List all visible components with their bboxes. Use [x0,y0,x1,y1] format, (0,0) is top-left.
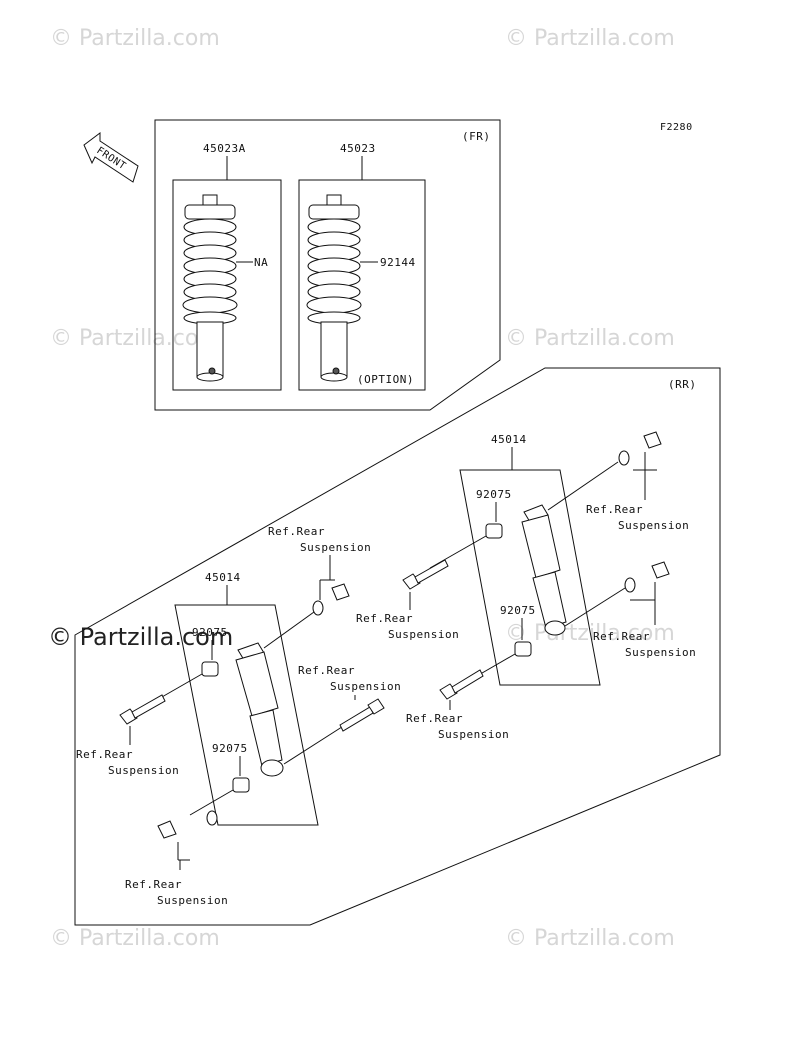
rear-shock-section: (RR) 45014 92075 Ref.Rear Suspension Ref… [74,367,721,926]
watermark-group: © Partzilla.com © Partzilla.com © Partzi… [48,26,675,951]
spring-label-92144: 92144 [380,256,416,269]
ref-rear-label: Ref.Rear [586,503,643,516]
spring-label-na: NA [254,256,268,269]
watermark-text: © Partzilla.com [505,326,675,351]
bolt-right-top [402,559,449,590]
bolt-left-bottom [339,698,385,732]
rear-group-label: (RR) [668,378,697,391]
nut-left-top [331,583,350,601]
nut-right-top [643,431,662,449]
left-rear-shock [235,642,284,777]
left-rear-shock-box [174,604,319,826]
front-group-label: (FR) [462,130,491,143]
ref-rear-label: Ref.Rear [356,612,413,625]
ref-rear-label: Ref.Rear [125,878,182,891]
watermark-text: © Partzilla.com [50,926,220,951]
suspension-label: Suspension [618,519,689,532]
ref-rear-label: Ref.Rear [76,748,133,761]
nut-right-bottom [651,561,670,579]
watermark-text: © Partzilla.com [50,26,220,51]
part-number-45023: 45023 [340,142,376,155]
bolt-left-top [119,694,166,725]
right-front-shock-box [298,179,426,391]
front-arrow-icon: FRONT [83,132,139,183]
watermark-text-dark: © Partzilla.com [48,623,233,651]
option-label: (OPTION) [357,373,414,386]
suspension-label: Suspension [330,680,401,693]
front-arrow-label: FRONT [94,145,127,172]
watermark-text: © Partzilla.com [505,926,675,951]
bushing-left-bottom [232,777,250,793]
diagram-code: F2280 [660,122,693,133]
suspension-label: Suspension [388,628,459,641]
part-number-45014-left: 45014 [205,571,241,584]
bushing-label-left-top: 92075 [192,626,228,639]
right-rear-shock-box [459,469,601,686]
watermark-text: © Partzilla.com [505,621,675,646]
bushing-label-right-bottom: 92075 [500,604,536,617]
watermark-text: © Partzilla.com [50,326,220,351]
bushing-label-right-top: 92075 [476,488,512,501]
ref-rear-label: Ref.Rear [268,525,325,538]
bushing-right-top [485,523,503,539]
suspension-label: Suspension [438,728,509,741]
left-front-shock-box [172,179,282,391]
right-front-shock [306,194,362,382]
rear-section-border [74,367,721,926]
ref-rear-label: Ref.Rear [593,630,650,643]
bolt-right-bottom [439,669,484,700]
suspension-label: Suspension [625,646,696,659]
ref-rear-label: Ref.Rear [406,712,463,725]
watermark-text: © Partzilla.com [505,26,675,51]
right-rear-shock [521,504,567,636]
washer-left-top [312,600,324,616]
left-front-shock [182,194,238,382]
bushing-left-top [201,661,219,677]
front-shock-section: (FR) 45023A NA 45023 [154,119,501,411]
nut-left-bottom [157,820,177,839]
washer-right-top [618,450,630,466]
front-section-border [154,119,501,411]
washer-right-bottom [624,577,636,593]
ref-rear-label: Ref.Rear [298,664,355,677]
part-number-45023A: 45023A [203,142,246,155]
washer-left-bottom [206,810,218,826]
bushing-right-bottom [514,641,532,657]
part-number-45014-right: 45014 [491,433,527,446]
bushing-label-left-bottom: 92075 [212,742,248,755]
suspension-label: Suspension [300,541,371,554]
suspension-label: Suspension [157,894,228,907]
suspension-label: Suspension [108,764,179,777]
